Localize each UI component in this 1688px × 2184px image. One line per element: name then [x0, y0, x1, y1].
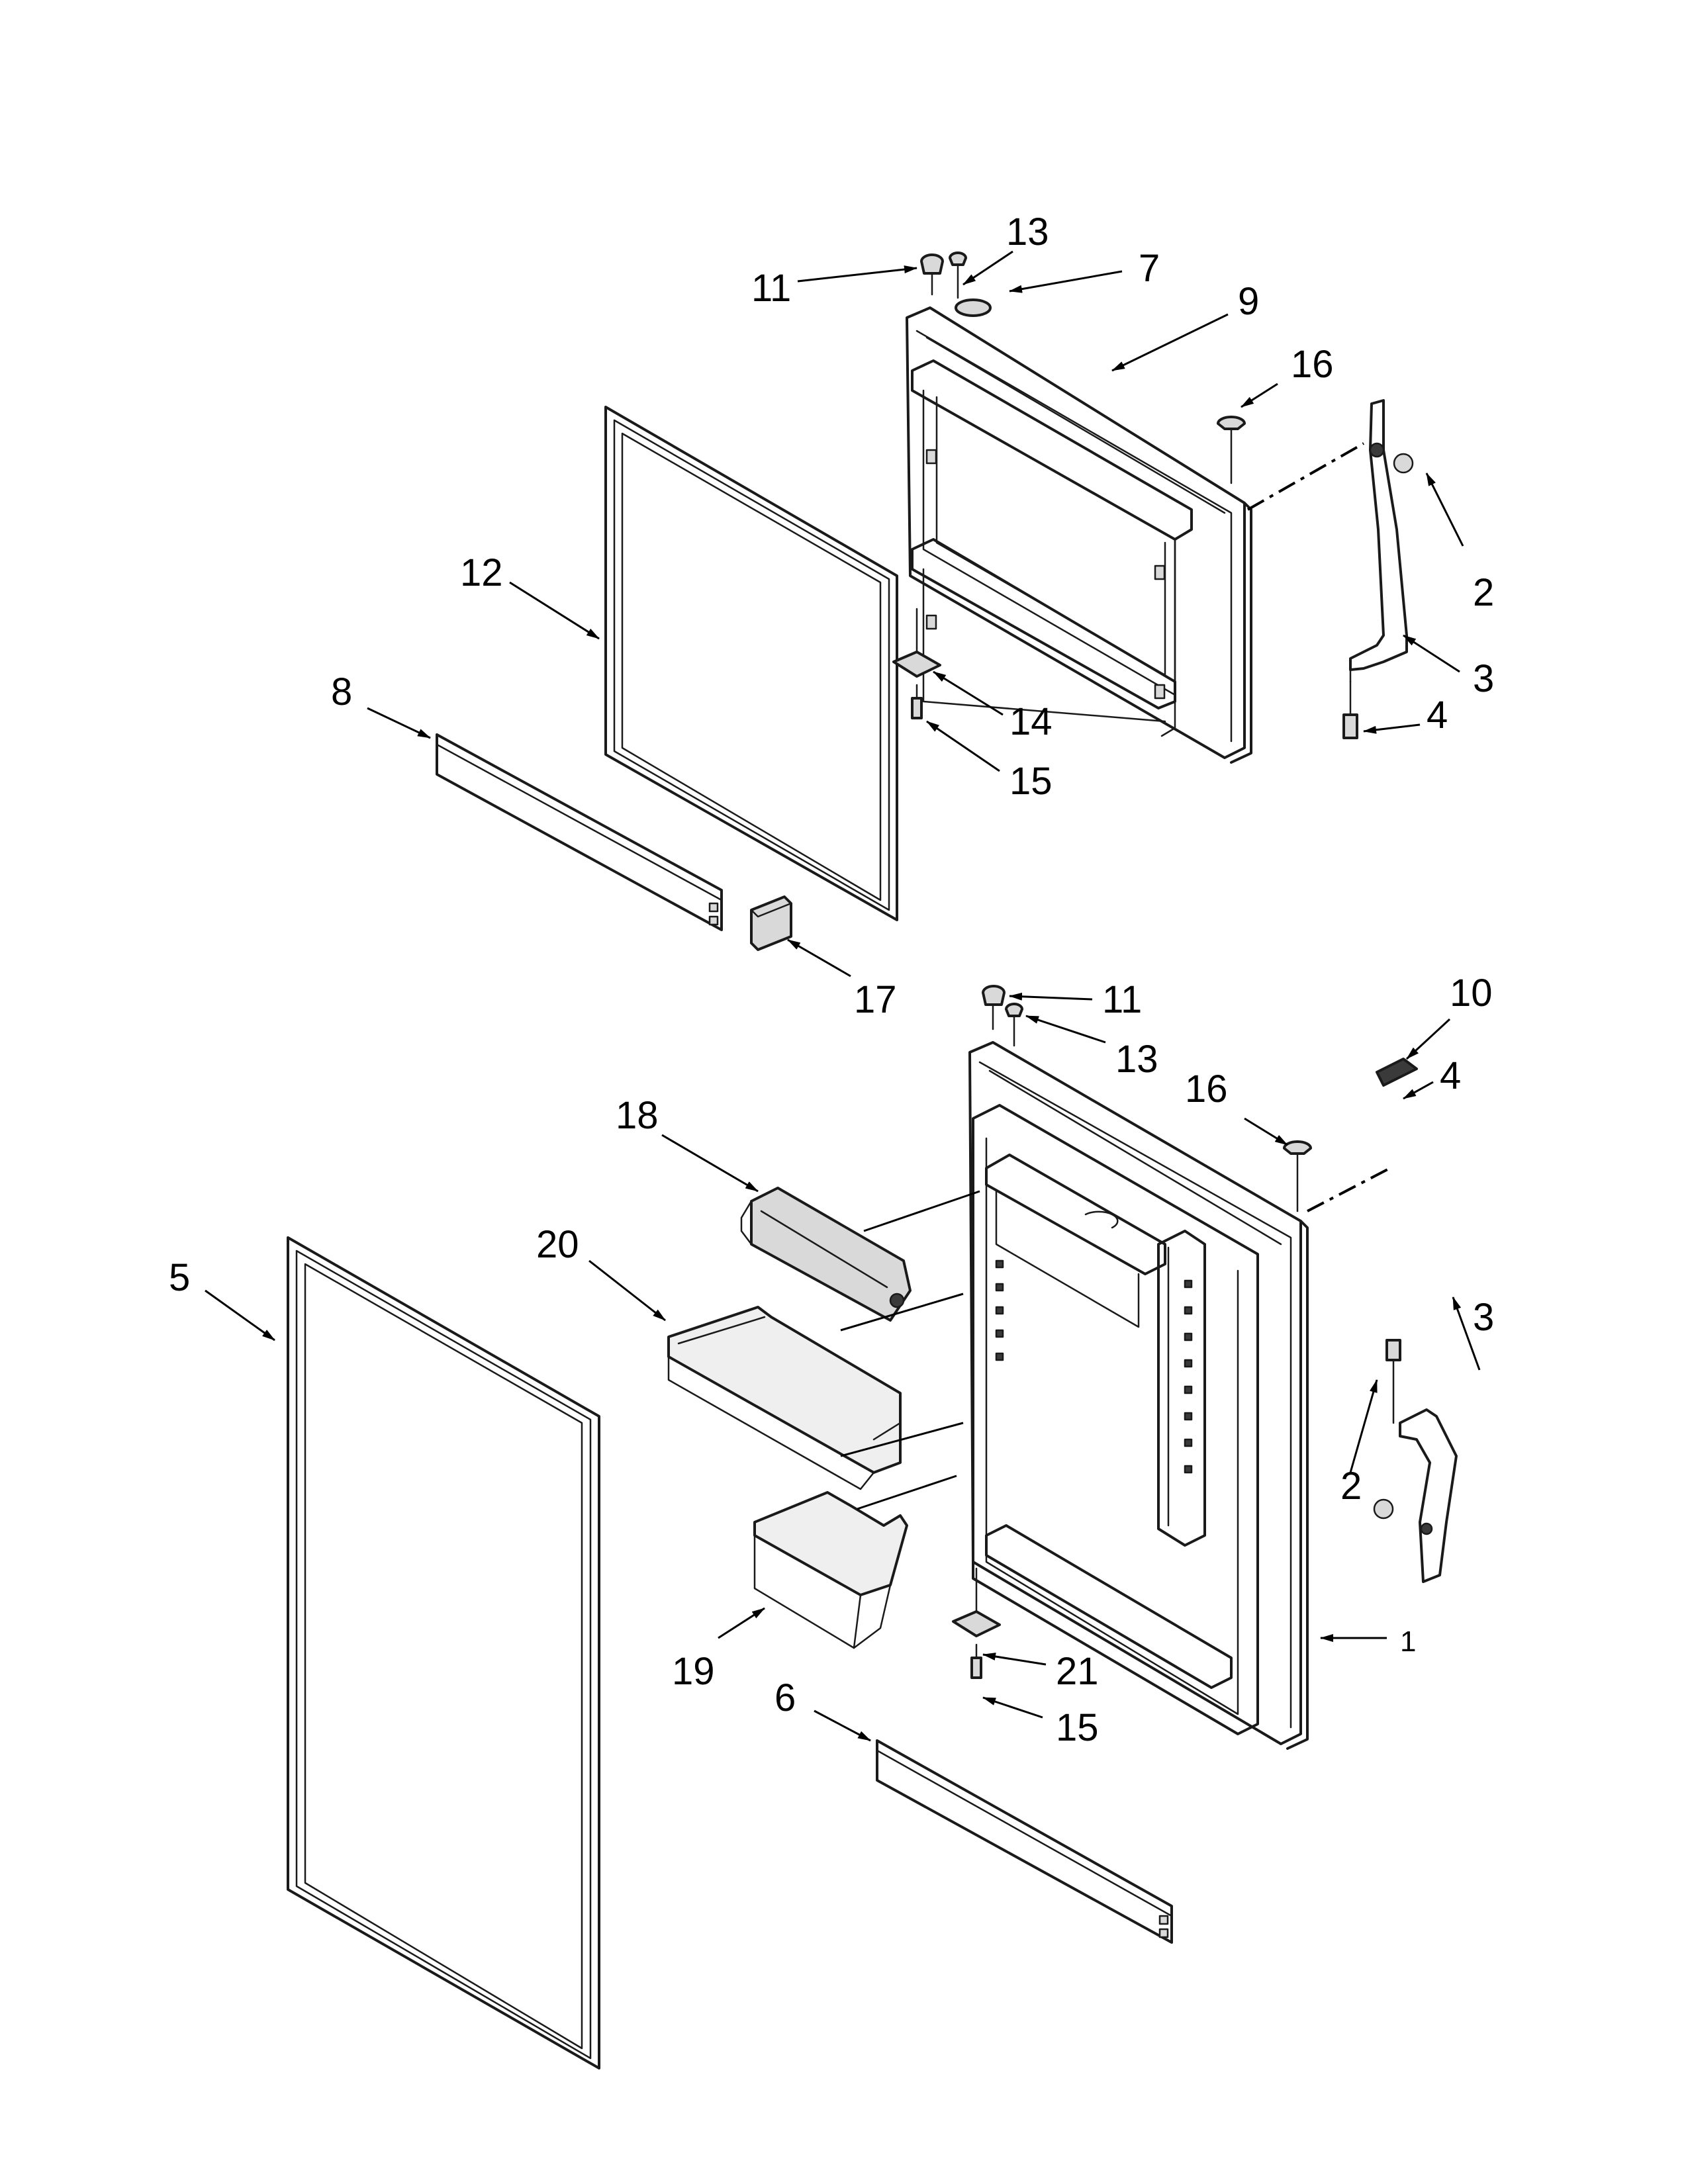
- callout-18: 18: [616, 1094, 659, 1137]
- callout-11: 11: [1102, 978, 1142, 1021]
- fresh-food-trim-part-6: [876, 1739, 1173, 1944]
- callout-20: 20: [536, 1223, 579, 1266]
- callout-15: 15: [1009, 760, 1053, 803]
- lower-hinge-part-3: [1373, 1339, 1458, 1583]
- callout-2: 2: [1473, 571, 1494, 614]
- callout-labels: 11 13 7 9 16 2 3 4 12 8 14 15 17 11 13 1…: [169, 210, 1494, 1749]
- callout-8: 8: [331, 670, 352, 713]
- leader-lines: [205, 250, 1481, 1742]
- freezer-gasket-part-12: [604, 406, 898, 921]
- callout-19: 19: [672, 1650, 715, 1693]
- door-bin-part-19: [753, 1491, 908, 1649]
- callout-5: 5: [169, 1256, 190, 1299]
- door-bin-part-20: [667, 1306, 902, 1490]
- callout-7: 7: [1139, 247, 1160, 290]
- fresh-food-gasket-part-5: [287, 1236, 600, 2070]
- callout-10: 10: [1450, 972, 1493, 1015]
- callout-16: 16: [1185, 1068, 1228, 1111]
- callout-3: 3: [1473, 657, 1494, 700]
- callout-11: 11: [751, 267, 791, 310]
- callout-16: 16: [1291, 343, 1334, 386]
- callout-9: 9: [1238, 280, 1259, 323]
- callout-13: 13: [1115, 1038, 1158, 1081]
- callout-17: 17: [854, 978, 897, 1021]
- freezer-door-part-9: [906, 306, 1252, 764]
- callout-13: 13: [1006, 210, 1049, 253]
- callout-12: 12: [460, 551, 503, 594]
- callout-14: 14: [1009, 700, 1053, 743]
- lower-hardware: [952, 985, 1418, 1679]
- callout-3: 3: [1473, 1296, 1494, 1339]
- callout-4: 4: [1427, 694, 1448, 737]
- callout-6: 6: [774, 1676, 796, 1719]
- callout-1: 1: [1400, 1625, 1416, 1658]
- callout-21: 21: [1056, 1650, 1099, 1693]
- upper-hinge-part-3: [1349, 399, 1414, 683]
- trim-cap-part-17: [750, 895, 792, 951]
- callout-15: 15: [1056, 1706, 1099, 1749]
- freezer-trim-part-8: [436, 733, 723, 931]
- dairy-door-part-18: [740, 1187, 912, 1322]
- upper-hardware: [892, 251, 1358, 739]
- callout-4: 4: [1440, 1054, 1461, 1097]
- fresh-food-door-part-1: [968, 1041, 1309, 1750]
- callout-2: 2: [1340, 1465, 1362, 1508]
